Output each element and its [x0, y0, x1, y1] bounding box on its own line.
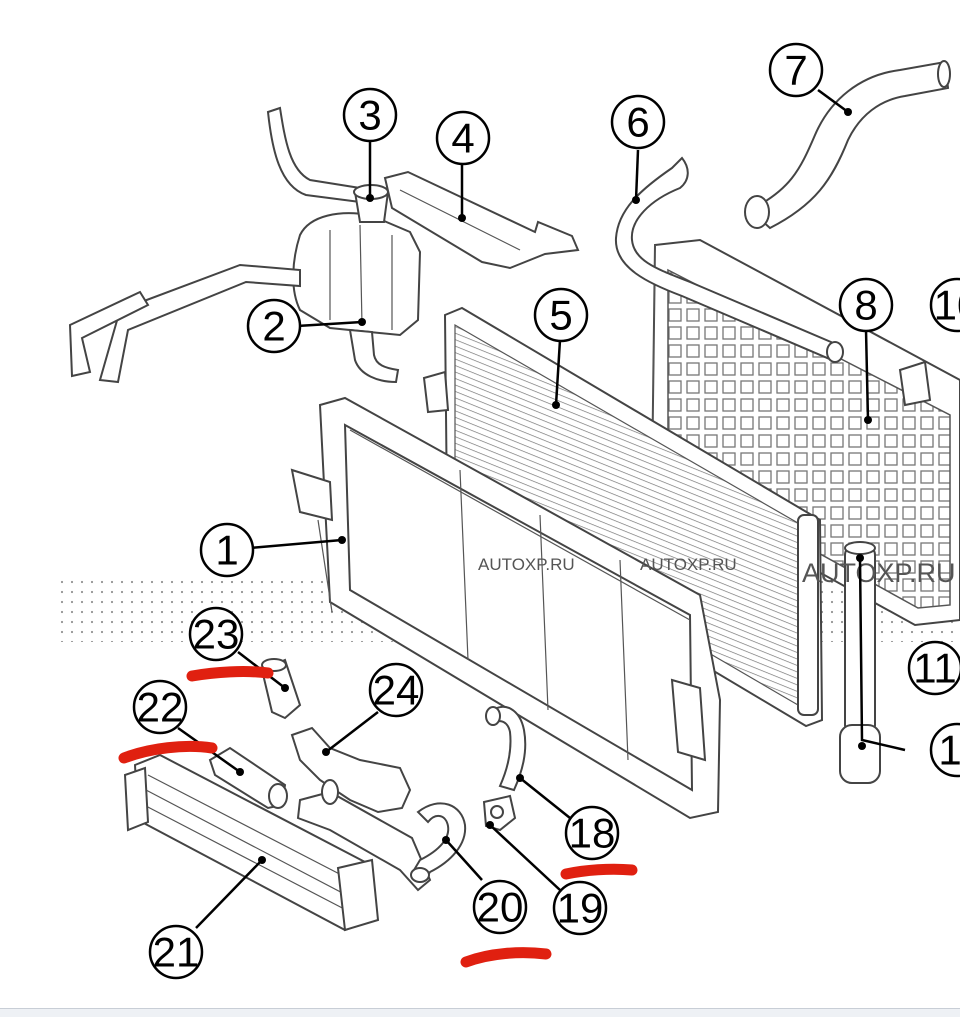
highlight-mark-22	[118, 741, 218, 764]
watermark-3: AUTOXP.RU	[802, 558, 956, 588]
hose-part-18	[485, 705, 527, 792]
frame-part-1	[290, 396, 722, 820]
callout-19: 19	[552, 880, 608, 936]
callout-10: 10	[929, 277, 960, 333]
callout-label: 1	[215, 527, 238, 574]
callout-label: 20	[477, 884, 524, 931]
fitting-part-19	[482, 794, 517, 832]
leader-lines	[177, 88, 906, 929]
callout-18: 18	[564, 805, 620, 861]
watermark-1: AUTOXP.RU	[478, 555, 575, 574]
callout-1: 1	[199, 522, 255, 578]
red-highlight-marks	[118, 666, 638, 968]
callout-20: 20	[472, 879, 528, 935]
upper-hose-part-7	[744, 60, 951, 230]
pipe-assembly-part-24	[290, 726, 432, 892]
callout-label: 8	[854, 282, 877, 329]
callout-label: 11	[913, 645, 957, 692]
intercooler-part-21	[123, 753, 380, 932]
callout-label: 2	[262, 303, 285, 350]
pipe-part-6	[614, 156, 844, 363]
callout-5: 5	[533, 287, 589, 343]
callout-21: 21	[148, 924, 204, 980]
callout-6: 6	[610, 94, 666, 150]
callout-label: 23	[193, 611, 240, 658]
callout-label: 3	[358, 92, 381, 139]
hose-part-20	[410, 802, 467, 883]
window-bottom-edge	[0, 1008, 960, 1017]
callout-7: 7	[768, 42, 824, 98]
callout-8: 8	[838, 277, 894, 333]
callout-label: 24	[373, 667, 420, 714]
callout-label: 4	[451, 115, 474, 162]
callout-label: 1	[938, 727, 960, 774]
callout-label: 22	[137, 684, 184, 731]
callout-12: 1	[929, 722, 960, 778]
callout-4: 4	[435, 110, 491, 166]
highlight-mark-23	[186, 666, 274, 682]
callout-label: 6	[626, 99, 649, 146]
callout-23: 23	[188, 606, 244, 662]
callout-label: 10	[934, 282, 960, 329]
callout-11: 11	[907, 640, 960, 696]
callout-label: 5	[549, 292, 572, 339]
callout-3: 3	[342, 87, 398, 143]
callout-label: 7	[784, 47, 807, 94]
callout-24: 24	[368, 662, 424, 718]
callout-2: 2	[246, 298, 302, 354]
callout-label: 21	[153, 929, 200, 976]
expansion-tank-part-2	[68, 106, 422, 384]
highlight-mark-18	[560, 863, 638, 880]
watermark-2: AUTOXP.RU	[640, 555, 737, 574]
callout-22: 22	[132, 679, 188, 735]
condenser-part-5	[422, 306, 824, 728]
watermarks: AUTOXP.RU AUTOXP.RU AUTOXP.RU	[478, 555, 956, 588]
callout-label: 18	[569, 810, 616, 857]
callout-label: 19	[557, 885, 604, 932]
highlight-mark-20	[460, 947, 552, 968]
